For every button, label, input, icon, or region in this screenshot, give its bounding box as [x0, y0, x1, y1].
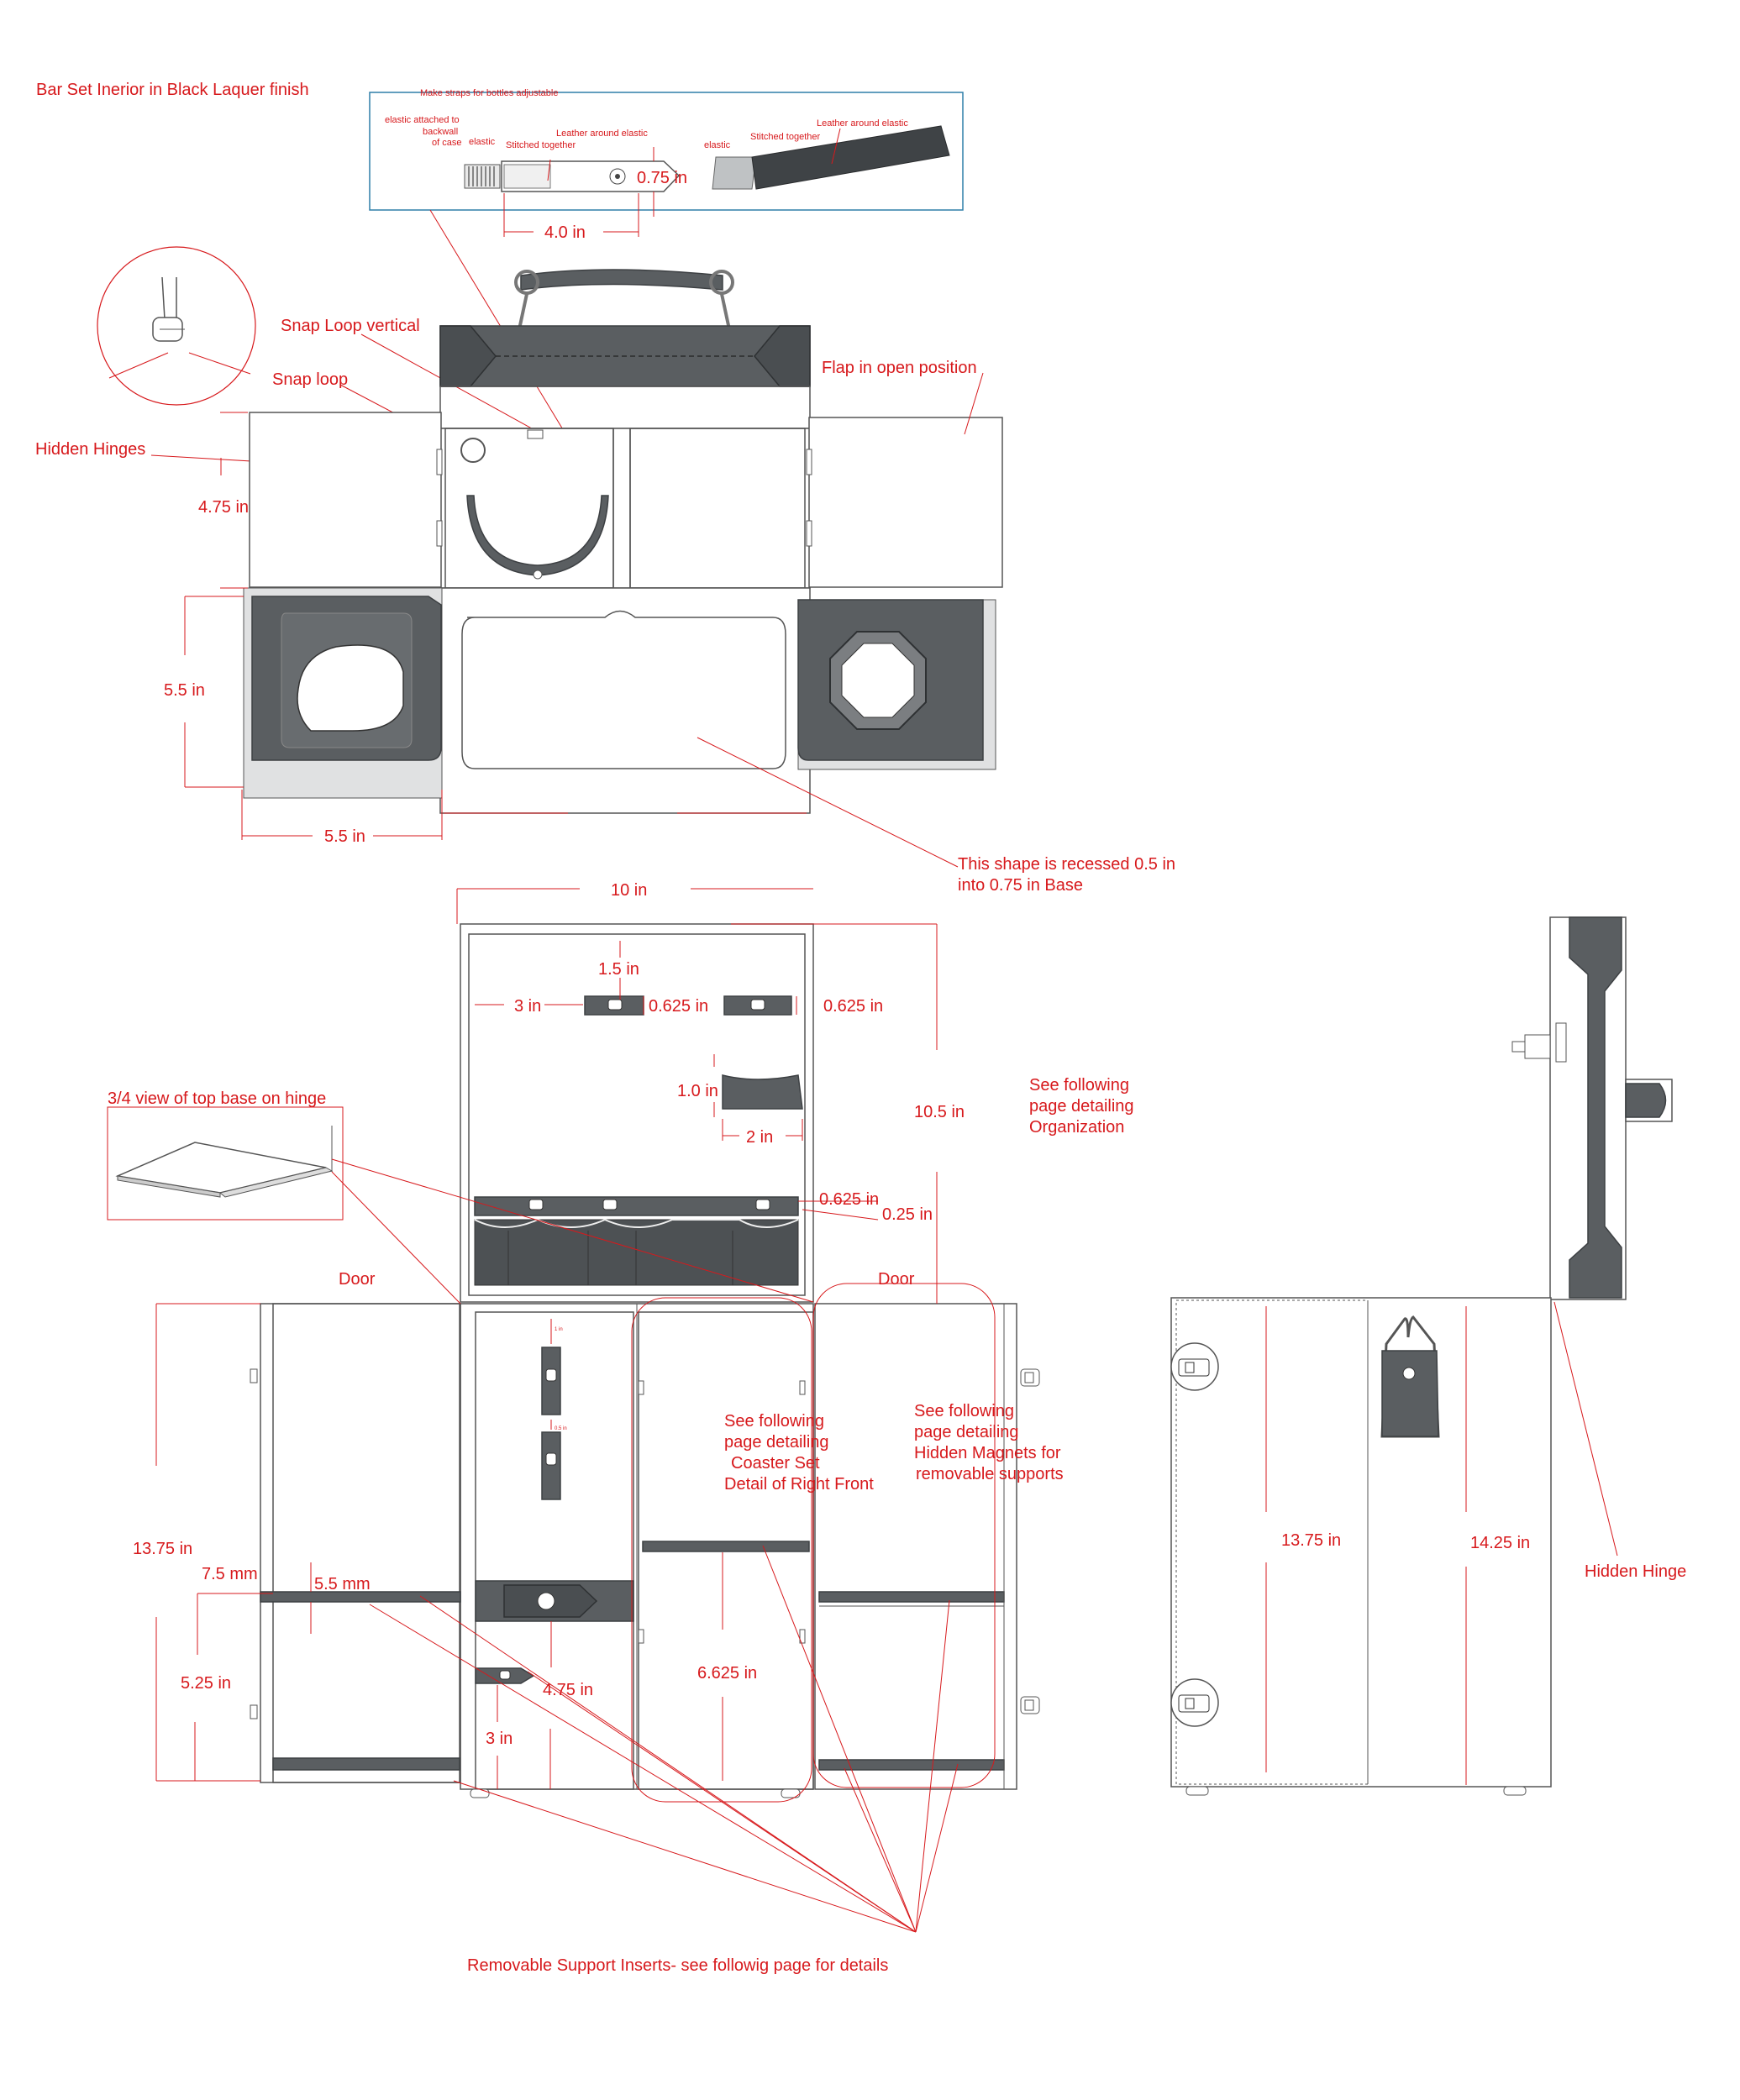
dim-shelf-gap: 7.5 mm	[202, 1565, 258, 1583]
dim-strap-width: 0.75 in	[637, 169, 687, 187]
dim-door-height: 13.75 in	[133, 1540, 192, 1558]
dim-side-total: 14.25 in	[1470, 1534, 1530, 1552]
dim-center-clip: 4.75 in	[543, 1681, 593, 1699]
dim-organizer-width: 2 in	[746, 1128, 773, 1147]
label-backwall: backwall	[423, 127, 458, 137]
label-magnets-1: See following	[914, 1402, 1014, 1420]
dim-block-width: 5.5 in	[324, 827, 365, 846]
dim-shelf-thickness: 5.5 mm	[314, 1575, 371, 1593]
top-open-view	[243, 269, 1003, 814]
dim-total-width: 10 in	[611, 881, 647, 900]
label-see-org-1: See following	[1029, 1076, 1129, 1095]
label-top-base-view: 3/4 view of top base on hinge	[108, 1089, 326, 1108]
dim-flap-height: 4.75 in	[198, 498, 249, 517]
strap-detail-box: Make straps for bottles adjustable elast…	[369, 88, 964, 242]
label-coaster-2: page detailing	[724, 1433, 829, 1452]
dim-block-height: 5.5 in	[164, 681, 205, 700]
label-magnets-4: removable supports	[916, 1465, 1064, 1483]
removable-inserts-leaders	[369, 1545, 959, 1933]
dim-clip-a: 0.625 in	[649, 997, 708, 1016]
label-leather-around-1: Leather around elastic	[556, 129, 648, 139]
dim-right-section: 6.625 in	[697, 1664, 757, 1683]
dim-strap-length: 4.0 in	[544, 223, 586, 242]
dim-clip-top: 1.5 in	[598, 960, 639, 979]
label-coaster-3: Coaster Set	[731, 1454, 820, 1473]
dim-lower-shelf: 5.25 in	[181, 1674, 231, 1693]
label-snap-loop: Snap loop	[272, 370, 348, 389]
label-stitched-1: Stitched together	[506, 140, 576, 150]
dim-clip-b: 0.625 in	[823, 997, 883, 1016]
front-view	[250, 923, 1040, 1798]
dim-clip-left: 3 in	[514, 997, 541, 1016]
label-see-org-3: Organization	[1029, 1118, 1124, 1137]
label-elastic-2: elastic	[704, 140, 731, 150]
label-elastic-1: elastic	[469, 137, 496, 147]
dim-bottom-clip: 3 in	[486, 1730, 513, 1748]
label-recess-1: This shape is recessed 0.5 in	[958, 855, 1175, 874]
dim-strap-row-b: 0.25 in	[882, 1205, 933, 1224]
strap-box-title: Make straps for bottles adjustable	[420, 88, 558, 98]
side-view	[1170, 916, 1673, 1796]
label-removable-inserts: Removable Support Inserts- see followig …	[467, 1956, 888, 1975]
label-leather-around-2: Leather around elastic	[817, 118, 908, 129]
label-stitched-2: Stitched together	[750, 132, 821, 142]
label-door-right: Door	[878, 1270, 915, 1289]
drawing-title: Bar Set Inerior in Black Laquer finish	[36, 81, 309, 99]
label-recess-2: into 0.75 in Base	[958, 876, 1083, 895]
label-of-case: of case	[432, 138, 461, 148]
dim-side-body: 13.75 in	[1281, 1531, 1341, 1550]
label-hidden-hinges: Hidden Hinges	[35, 440, 145, 459]
label-elastic-attached: elastic attached to	[385, 115, 460, 125]
dim-tiny-05in: 0.5 in	[555, 1426, 567, 1431]
label-see-org-2: page detailing	[1029, 1097, 1134, 1116]
label-magnets-2: page detailing	[914, 1423, 1019, 1441]
dim-lid-height: 10.5 in	[914, 1103, 965, 1121]
dim-tiny-1in: 1 in	[555, 1327, 563, 1332]
label-snap-loop-vertical: Snap Loop vertical	[281, 317, 420, 335]
label-coaster-4: Detail of Right Front	[724, 1475, 874, 1494]
label-door-left: Door	[339, 1270, 376, 1289]
label-hidden-hinge: Hidden Hinge	[1585, 1562, 1686, 1581]
label-flap-open: Flap in open position	[822, 359, 977, 377]
top-base-3-4-view: 3/4 view of top base on hinge	[107, 1089, 814, 1305]
snap-loop-detail	[97, 246, 256, 406]
dim-strap-row-a: 0.625 in	[819, 1190, 879, 1209]
outline-right-door	[812, 1283, 996, 1788]
label-magnets-3: Hidden Magnets for	[914, 1444, 1061, 1462]
dim-organizer-height: 1.0 in	[677, 1082, 718, 1100]
label-coaster-1: See following	[724, 1412, 824, 1431]
